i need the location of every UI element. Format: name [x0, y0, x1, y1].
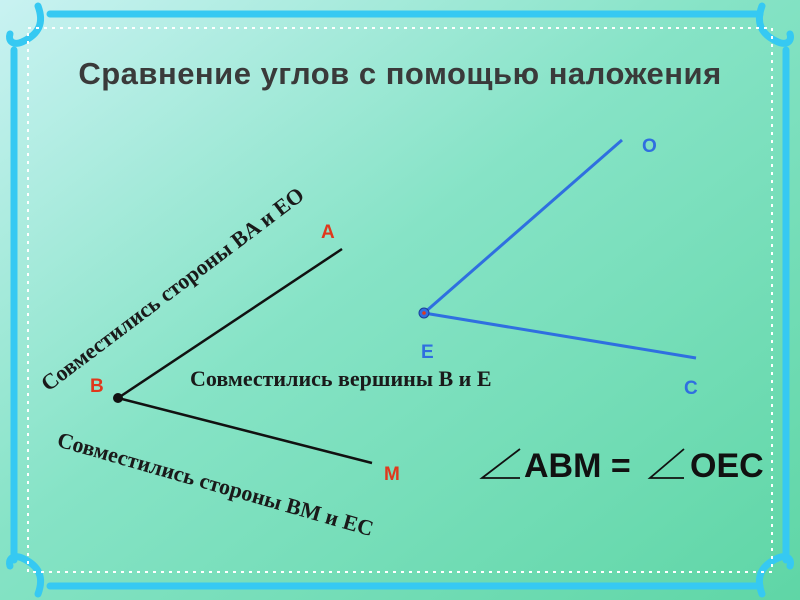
frame-curl-bottom-left	[6, 553, 45, 598]
point-label-o: O	[642, 136, 657, 157]
decorative-frame	[6, 2, 794, 598]
vertex-b	[113, 393, 123, 403]
slide-title: Сравнение углов с помощью наложения	[78, 56, 721, 91]
angle-equation: ABM = OEC	[479, 447, 764, 485]
ray-eo	[423, 138, 623, 315]
point-label-c: C	[684, 378, 698, 399]
point-label-a: A	[321, 222, 335, 243]
equation-left: ABM =	[524, 447, 631, 485]
angle-oec	[418, 138, 697, 360]
frame-curl-top-left	[6, 2, 45, 47]
frame-curl-bottom-right	[755, 553, 794, 598]
point-label-b: B	[90, 376, 104, 397]
ray-ec	[423, 311, 697, 360]
point-label-m: M	[384, 464, 400, 485]
ray-ba	[117, 247, 343, 400]
angle-symbol-icon	[479, 448, 521, 479]
inner-dashed-border	[27, 27, 773, 573]
angle-abm	[113, 247, 373, 465]
vertex-e-center	[422, 311, 426, 315]
angle-symbol-icon	[647, 448, 685, 479]
ray-bm	[117, 396, 373, 465]
frame-curl-top-right	[755, 2, 794, 47]
caption-vertices: Совместились вершины B и E	[190, 366, 492, 391]
point-label-e: E	[421, 342, 434, 363]
equation-right: OEC	[690, 447, 764, 485]
